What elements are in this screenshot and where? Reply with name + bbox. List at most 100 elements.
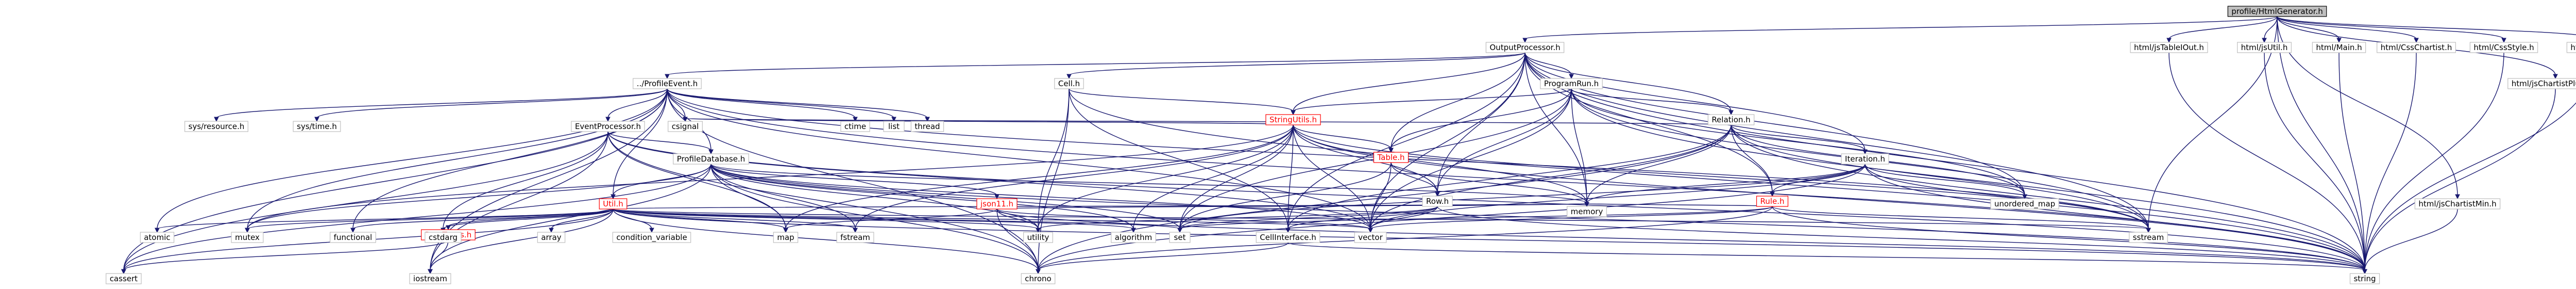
edge-line [710,164,1371,230]
edge-line [1524,52,1732,112]
node-condvar[interactable]: condition_variable [612,232,691,243]
node-cell[interactable]: Cell.h [1054,78,1084,89]
node-ctime[interactable]: ctime [840,121,870,132]
node-box [1021,273,1056,284]
node-set[interactable]: set [1169,232,1191,243]
edge-line [607,131,711,151]
node-box [2129,232,2168,243]
edge-utilh-to-functional [350,208,614,233]
node-profiledb[interactable]: ProfileDatabase.h [673,153,749,165]
node-relation[interactable]: Relation.h [1707,114,1755,125]
edge-arrowhead [2455,194,2460,200]
node-memory[interactable]: memory [1567,206,1607,217]
node-box [1841,153,1889,165]
node-iteration[interactable]: Iteration.h [1841,153,1889,165]
node-htmlmain[interactable]: html/Main.h [2312,42,2366,53]
edge-arrowhead [2501,38,2506,43]
node-htmlchartplugin[interactable]: html/jsChartistPlugin.h [2507,78,2576,89]
node-table[interactable]: Table.h [1373,152,1409,163]
node-cassert[interactable]: cassert [106,273,142,284]
node-htmltableiout[interactable]: html/jsTableIOut.h [2130,42,2208,53]
node-label: csignal [672,122,699,131]
edge-profiledb-to-mutex [245,164,711,233]
node-htmlcssstyle[interactable]: html/CssStyle.h [2469,42,2538,53]
node-array[interactable]: array [537,232,566,243]
node-iostream[interactable]: iostream [409,273,451,284]
node-eventproc[interactable]: EventProcessor.h [571,121,645,132]
edge-line [996,203,1587,210]
node-row[interactable]: Row.h [1422,196,1453,207]
edge-line [1179,162,1392,230]
node-celliface[interactable]: CellInterface.h [1256,232,1320,243]
edge-line [1370,164,1866,230]
node-functional[interactable]: functional [330,232,376,243]
edge-arrowhead [683,117,688,122]
node-fstream[interactable]: fstream [836,232,874,243]
node-htmlchartmin[interactable]: html/jsChartistMin.h [2414,198,2501,210]
edge-line [1865,164,2365,271]
node-output[interactable]: OutputProcessor.h [1485,42,1565,53]
node-box [1265,114,1321,125]
node-cstdarg[interactable]: cstdarg [425,232,462,243]
node-label: html/jsTableIOut.h [2134,43,2204,52]
edge-line [123,131,608,271]
node-systime[interactable]: sys/time.h [293,121,341,132]
edge-line [1038,124,1732,271]
node-list[interactable]: list [883,121,905,132]
node-map[interactable]: map [773,232,799,243]
edge-stringutils-to-vector [1293,124,1373,233]
edge-arrowhead [350,228,355,233]
edge-htmlcssstyle-to-string [2362,52,2504,275]
node-algorithm[interactable]: algorithm [1111,232,1156,243]
node-htmljsutil[interactable]: html/jsUtil.h [2237,42,2292,53]
node-stringutils[interactable]: StringUtils.h [1265,114,1321,125]
edge-profilevent-to-thread [667,88,930,122]
edge-relation-to-iteration [1731,124,1868,155]
edge-line [613,208,2149,230]
node-box [976,198,1018,210]
node-profilevent[interactable]: ../ProfileEvent.h [633,78,702,89]
node-utilh[interactable]: Util.h [599,198,628,210]
edge-root-to-htmljsmain [2277,16,2576,35]
edge-profilevent-to-sysresource [214,88,668,122]
edge-line [1133,124,1294,230]
node-programrun[interactable]: ProgramRun.h [1540,78,1603,89]
edge-arrowhead [1368,228,1373,233]
node-string[interactable]: string [2349,273,2380,284]
node-box [330,232,376,243]
edge-arrowhead [853,228,858,233]
edge-line [1038,242,1289,271]
edge-programrun-to-stringutils [1291,88,1572,116]
edge-line [1437,88,1572,194]
node-mutex[interactable]: mutex [231,232,264,243]
edge-line [1038,88,1070,230]
edge-htmlchartmin-to-string [2362,208,2458,275]
node-htmlcsschart[interactable]: html/CssChartist.h [2377,42,2456,53]
node-unorderedmap[interactable]: unordered_map [1990,198,2059,210]
node-box [106,273,142,284]
node-sstream[interactable]: sstream [2129,232,2168,243]
node-label: string [2353,274,2376,283]
edge-line [1571,88,2365,271]
edge-line [1293,88,1572,112]
edge-line [430,131,608,271]
node-atomic[interactable]: atomic [140,232,175,243]
edge-utilh-to-sstream [613,208,2151,233]
node-utility[interactable]: utility [1023,232,1053,243]
edge-line [1586,164,1866,204]
edge-line [613,208,1039,230]
node-htmljsmain[interactable]: html/jsMain.h [2566,42,2576,53]
edge-arrowhead [2146,228,2151,233]
node-label: sys/resource.h [189,122,245,131]
node-sysresource[interactable]: sys/resource.h [184,121,248,132]
node-root[interactable]: profile/HtmlGenerator.h [2227,6,2327,17]
node-json11[interactable]: json11.h [976,198,1018,210]
node-rule[interactable]: Rule.h [1756,196,1789,207]
node-label: html/jsUtil.h [2241,43,2288,52]
node-csignal[interactable]: csignal [668,121,703,132]
node-thread[interactable]: thread [910,121,944,132]
node-chrono[interactable]: chrono [1021,273,1056,284]
node-label: mutex [235,233,260,242]
node-vector[interactable]: vector [1354,232,1387,243]
edge-line [2364,88,2556,271]
